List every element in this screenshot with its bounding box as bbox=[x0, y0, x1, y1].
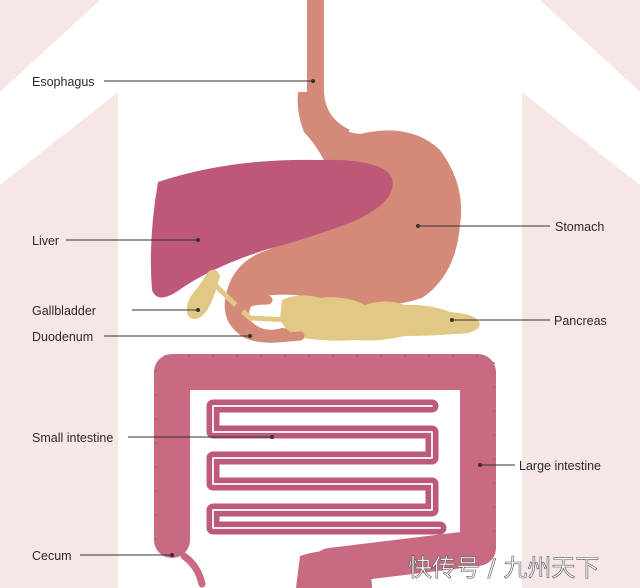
esophagus-label: Esophagus bbox=[32, 75, 95, 89]
rectum bbox=[296, 549, 372, 588]
liver-organ bbox=[150, 159, 393, 298]
large-intestine-pointer bbox=[478, 463, 482, 467]
duodenum-pointer bbox=[248, 334, 252, 338]
duodenum-organ bbox=[231, 295, 305, 343]
stomach-label: Stomach bbox=[555, 220, 604, 234]
appendix bbox=[180, 552, 206, 588]
large-intestine-label: Large intestine bbox=[519, 459, 601, 473]
gallbladder-label: Gallbladder bbox=[32, 304, 96, 318]
duodenum-label: Duodenum bbox=[32, 330, 93, 344]
small-intestine-pointer bbox=[270, 435, 274, 439]
gallbladder-pointer bbox=[196, 308, 200, 312]
pancreas-organ bbox=[280, 295, 480, 341]
liver-pointer bbox=[196, 238, 200, 242]
small-intestine-lumen bbox=[212, 405, 441, 529]
stomach-pointer bbox=[416, 224, 420, 228]
small-intestine-label: Small intestine bbox=[32, 431, 113, 445]
pancreas-label: Pancreas bbox=[554, 314, 607, 328]
cecum-label: Cecum bbox=[32, 549, 72, 563]
pancreas-pointer bbox=[450, 318, 454, 322]
liver-label: Liver bbox=[32, 234, 59, 248]
watermark-text: 快传号 / 九州天下 bbox=[408, 554, 599, 582]
large-intestine-organ bbox=[154, 354, 496, 584]
esophagus-pointer bbox=[311, 79, 315, 83]
cecum-pointer bbox=[170, 553, 174, 557]
bile-duct bbox=[208, 278, 291, 323]
